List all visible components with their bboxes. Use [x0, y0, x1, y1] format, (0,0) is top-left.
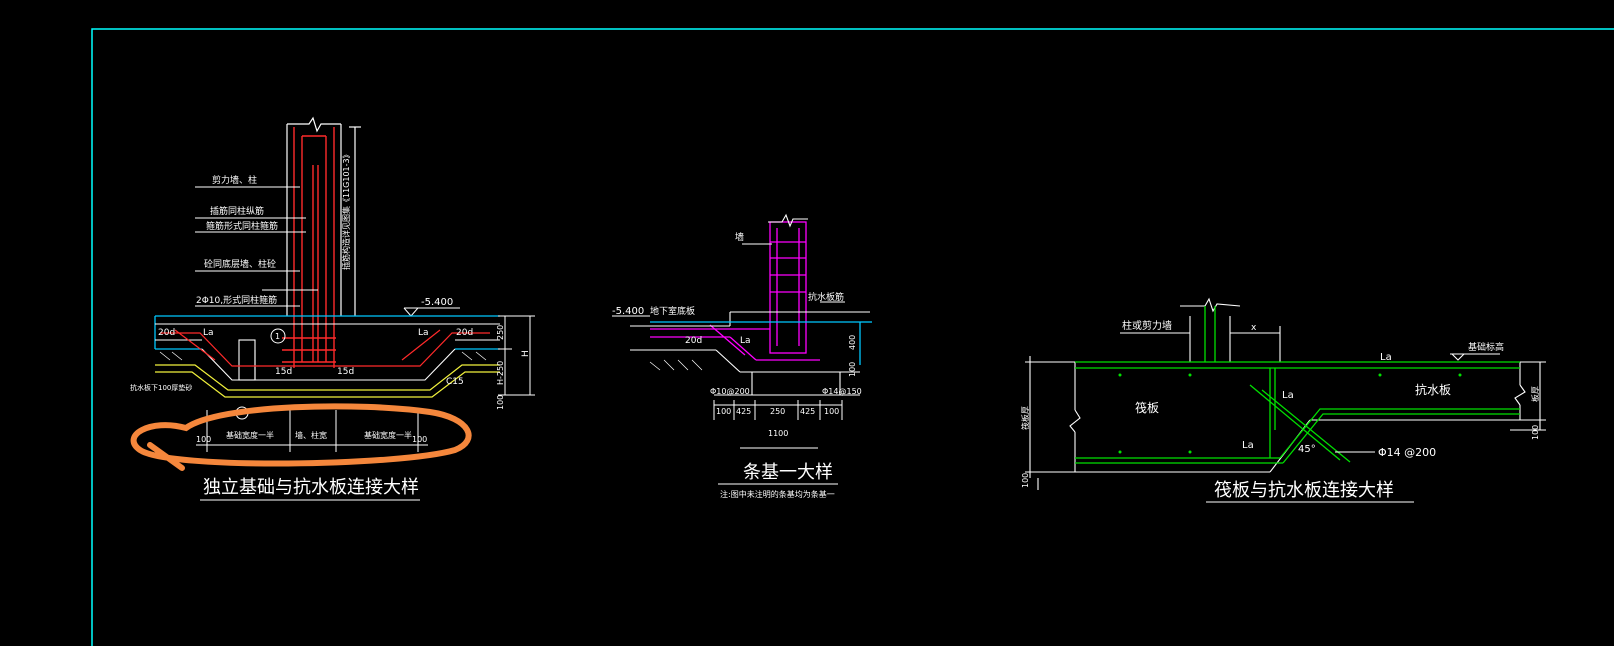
dim-total: 1100	[768, 429, 788, 438]
detail-1-isolated-footing: 插筋构造详见图集《11G101-3》 剪力墙、柱 插筋同柱纵筋 箍筋形式同柱箍筋…	[130, 116, 535, 501]
dim-bottom-left: 100	[196, 435, 211, 444]
label-x: x	[1251, 323, 1257, 333]
anchor-la: La	[740, 336, 751, 346]
detail-1-title: 独立基础与抗水板连接大样	[203, 477, 419, 498]
label-wall-base: 砼同底层墙、柱砼	[204, 258, 276, 270]
label-raft: 筏板	[1135, 401, 1159, 415]
bar-right: Φ14@150	[822, 387, 862, 396]
detail-2-note: 注:图中未注明的条基均为条基一	[720, 489, 835, 499]
anchor-20d: 20d	[685, 336, 702, 346]
vertical-note: 插筋构造详见图集《11G101-3》	[341, 150, 351, 270]
marker-number: 1	[275, 332, 280, 341]
dim-h: H	[521, 350, 531, 357]
label-waterproof: 抗水板筋	[808, 291, 844, 303]
dim-100-d2: 100	[848, 362, 857, 377]
anchor-20d-left: 20d	[158, 328, 175, 338]
dim-100-left-d3: 100	[1021, 473, 1030, 488]
dim-row-5: 100	[824, 407, 839, 416]
dim-bottom-right: 100	[412, 435, 427, 444]
bar-left: Φ10@200	[710, 387, 750, 396]
label-bar-spec-d3: Φ14 @200	[1378, 446, 1436, 459]
elevation-d2: -5.400	[612, 306, 644, 317]
highlight-scribble	[130, 403, 472, 471]
left-note: 抗水板下100厚垫砂	[130, 383, 192, 392]
label-basement-floor: 地下室底板	[650, 305, 695, 317]
concrete-grade: C15	[446, 377, 464, 387]
width-center: 墙、柱宽	[295, 430, 327, 440]
detail-2-strip-footing: 墙 -5.400 地下室底板 抗水板筋 20d La 400 100 Φ10@2…	[612, 213, 872, 499]
anchor-la-right: La	[418, 328, 429, 338]
dim-400: 400	[848, 335, 857, 350]
elevation-d1: -5.400	[421, 297, 453, 308]
la-bottom: La	[1242, 440, 1254, 451]
label-column-wall: 柱或剪力墙	[1122, 319, 1172, 332]
width-left: 基础宽度一半	[226, 430, 274, 440]
label-shear-wall: 剪力墙、柱	[212, 174, 257, 186]
width-right: 基础宽度一半	[364, 430, 412, 440]
detail-3-title: 筏板与抗水板连接大样	[1214, 480, 1394, 501]
label-wall: 墙	[735, 231, 744, 243]
anchor-20d-right: 20d	[456, 328, 473, 338]
dim-row-2: 425	[736, 407, 751, 416]
label-waterproof-plate: 抗水板	[1415, 382, 1451, 397]
dim-100-right-d3: 100	[1531, 425, 1540, 440]
anchor-15d-right: 15d	[337, 367, 354, 377]
dim-h250: H-250	[496, 361, 505, 385]
label-bar-spec: 2Φ10,形式同柱箍筋	[196, 294, 277, 306]
label-column-rebar: 插筋同柱纵筋	[210, 205, 264, 217]
anchor-la-left: La	[203, 328, 214, 338]
la-top: La	[1380, 352, 1392, 363]
dim-row-4: 425	[800, 407, 815, 416]
label-elevation-d3: 基础标高	[1468, 341, 1504, 353]
detail-3-raft-connection: 柱或剪力墙 x 基础标高 筏板厚 筏板 La La La 抗水板 板厚 45° …	[1020, 297, 1546, 503]
label-angle: 45°	[1298, 444, 1316, 455]
dim-row-1: 100	[716, 407, 731, 416]
label-column-stirrup: 箍筋形式同柱箍筋	[206, 220, 278, 232]
dim-100: 100	[496, 395, 505, 410]
viewport-border	[91, 28, 1614, 646]
label-plate-depth: 板厚	[1530, 386, 1540, 402]
anchor-15d-left: 15d	[275, 367, 292, 377]
dim-row-3: 250	[770, 407, 785, 416]
dim-250: 250	[496, 325, 505, 340]
label-raft-depth: 筏板厚	[1020, 406, 1030, 430]
detail-2-title: 条基一大样	[743, 462, 833, 483]
la-mid: La	[1282, 390, 1294, 401]
section-marker	[270, 328, 286, 344]
